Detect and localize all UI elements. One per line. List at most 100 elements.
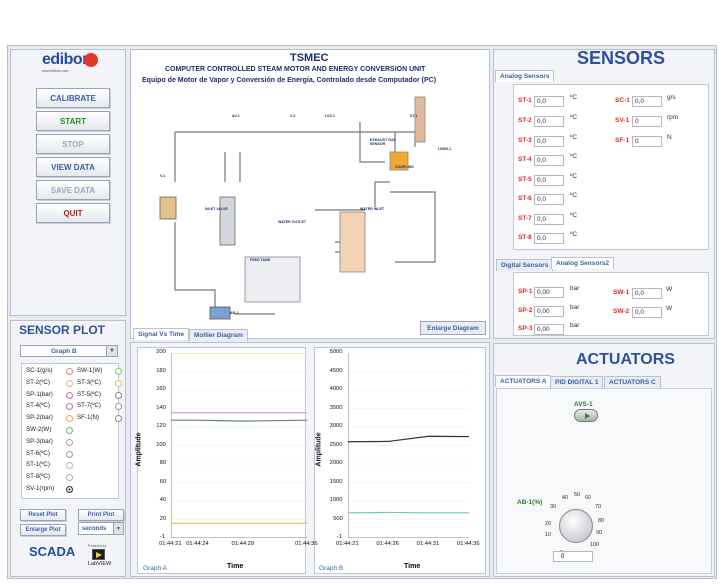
reset-plot-button[interactable]: Reset Plot [20,509,66,521]
edibon-logo: edibon www.edibon.com [42,51,98,73]
legend-label: ST-1(ºC) [26,461,50,469]
y-tick-label: 2500 [329,441,343,448]
sensors-title: SENSORS [577,48,666,68]
sensor-value-field: 0,0 [632,307,662,318]
graph-select[interactable]: Graph B ▼ [20,345,118,357]
chevron-down-icon[interactable]: ▼ [113,523,123,534]
avs-1-toggle[interactable] [574,409,598,422]
legend-toggle[interactable] [66,379,73,387]
sensor-unit: ºC [570,134,578,141]
series-line [171,419,308,422]
legend-item[interactable]: ST-6(ºC) [26,449,73,460]
tab-analog-sensors[interactable]: Analog Sensors [495,70,555,82]
graph-b-ylabel: Amplitude [315,432,323,467]
legend-toggle[interactable] [66,403,73,411]
header-subtitle-es: Equipo de Motor de Vapor y Conversión de… [142,77,437,84]
sensor-label: SP-3 [518,325,533,332]
sensor-label: ST-8 [518,234,532,241]
sensor-unit: W [666,286,673,293]
legend-item[interactable]: SW-2(W) [26,426,73,436]
legend-item[interactable]: ST-3(ºC) [77,379,122,389]
time-unit-select[interactable]: seconds ▼ [78,522,124,535]
diagram-panel [130,49,490,339]
legend-item[interactable]: ST-4(ºC) [26,402,73,412]
legend-toggle[interactable] [115,368,122,375]
graph-select-value: Graph B [51,348,77,355]
legend-toggle[interactable] [66,474,73,482]
tab-digital-sensors[interactable]: Digital Sensors [496,259,554,271]
graph-b-title: Graph B [319,565,344,572]
legend-item[interactable]: SF-1(N) [77,414,122,424]
legend-item[interactable]: SW-1(W) [77,367,122,377]
sensor-unit: rpm [667,114,679,121]
tab-signal-vs-time[interactable]: Signal Vs Time [133,328,190,340]
legend-item[interactable]: ST-2(ºC) [26,379,73,389]
legend-item[interactable]: SV-1(rpm) [26,485,73,495]
legend-toggle[interactable] [115,379,122,387]
diagram-label: WATER OUTLET [278,220,307,224]
sensor-value-field: 0,00 [534,324,564,335]
diagram-label: EXHAUST GAS SENSOR [370,138,396,146]
y-tick-label: 180 [156,367,166,374]
tab-mollier-diagram[interactable]: Mollier Diagram [189,329,248,341]
enlarge-plot-button[interactable]: Enlarge Plot [20,524,66,536]
legend-item[interactable]: SC-1(g/s) [26,367,73,377]
legend-toggle[interactable] [66,462,73,470]
tab-actuators-c[interactable]: ACTUATORS C [604,376,661,388]
y-tick-label: 200 [156,349,166,355]
legend-toggle[interactable] [66,415,73,423]
legend-item[interactable]: SP-2(bar) [26,414,73,424]
knob-tick: 90 [596,530,603,536]
legend-toggle[interactable] [66,438,73,446]
diagram-label: ST-1 [410,114,418,118]
view-data-button[interactable]: VIEW DATA [36,157,110,177]
condenser [339,211,366,273]
print-plot-button[interactable]: Print Plot [78,509,124,521]
enlarge-diagram-button[interactable]: Enlarge Diagram [420,321,486,335]
y-tick-label: 20 [159,515,167,522]
legend-item[interactable]: ST-1(ºC) [26,461,73,471]
legend-item[interactable]: ST-5(ºC) [77,391,122,401]
inlet-valve-block [219,196,236,246]
y-tick-label: 120 [156,423,166,429]
header-title: TSMEC [290,52,329,64]
legend-toggle[interactable] [66,368,73,375]
legend-item[interactable]: ST-8(ºC) [26,473,73,483]
chevron-down-icon[interactable]: ▼ [106,346,117,356]
engine [389,151,409,171]
calibrate-button[interactable]: CALIBRATE [36,88,110,108]
save-data-button[interactable]: SAVE DATA [36,180,110,200]
legend-toggle[interactable] [66,427,73,434]
sensor-value-field: 0,0 [534,214,564,225]
ab-1-knob[interactable] [559,509,593,543]
legend-toggle[interactable] [115,415,122,423]
logo-dot [84,53,98,67]
legend-toggle[interactable] [66,391,73,399]
legend-item[interactable]: ST-7(ºC) [77,402,122,412]
legend-toggle[interactable] [115,403,122,411]
sensor-value-field: 0,0 [632,288,662,299]
sensor-value-field: 0 [632,116,662,127]
tab-actuators-a[interactable]: ACTUATORS A [495,375,552,387]
legend-label: ST-6(ºC) [26,449,50,457]
tab-analog-sensors2[interactable]: Analog Sensors2 [551,257,615,269]
sensor-unit: W [666,305,673,312]
legend-item[interactable]: SP-3(bar) [26,438,73,448]
sensor-value-field: 0,0 [632,96,662,107]
sensor-unit: ºC [570,94,578,101]
start-button[interactable]: START [36,111,110,131]
legend-toggle[interactable] [66,450,73,458]
legend-label: ST-4(ºC) [26,402,50,410]
sensor-unit: ºC [570,114,578,121]
legend-toggle[interactable] [115,391,122,399]
tab-pid-digital-1[interactable]: PID DIGITAL 1 [550,376,604,388]
quit-button[interactable]: QUIT [36,203,110,223]
stop-button[interactable]: STOP [36,134,110,154]
diagram-label: AB-1 [230,311,239,315]
logo-text: edibon [42,51,92,68]
legend-item[interactable]: SP-1(bar) [26,391,73,401]
sensor-label: ST-4 [518,156,532,163]
legend-toggle[interactable] [66,486,73,493]
